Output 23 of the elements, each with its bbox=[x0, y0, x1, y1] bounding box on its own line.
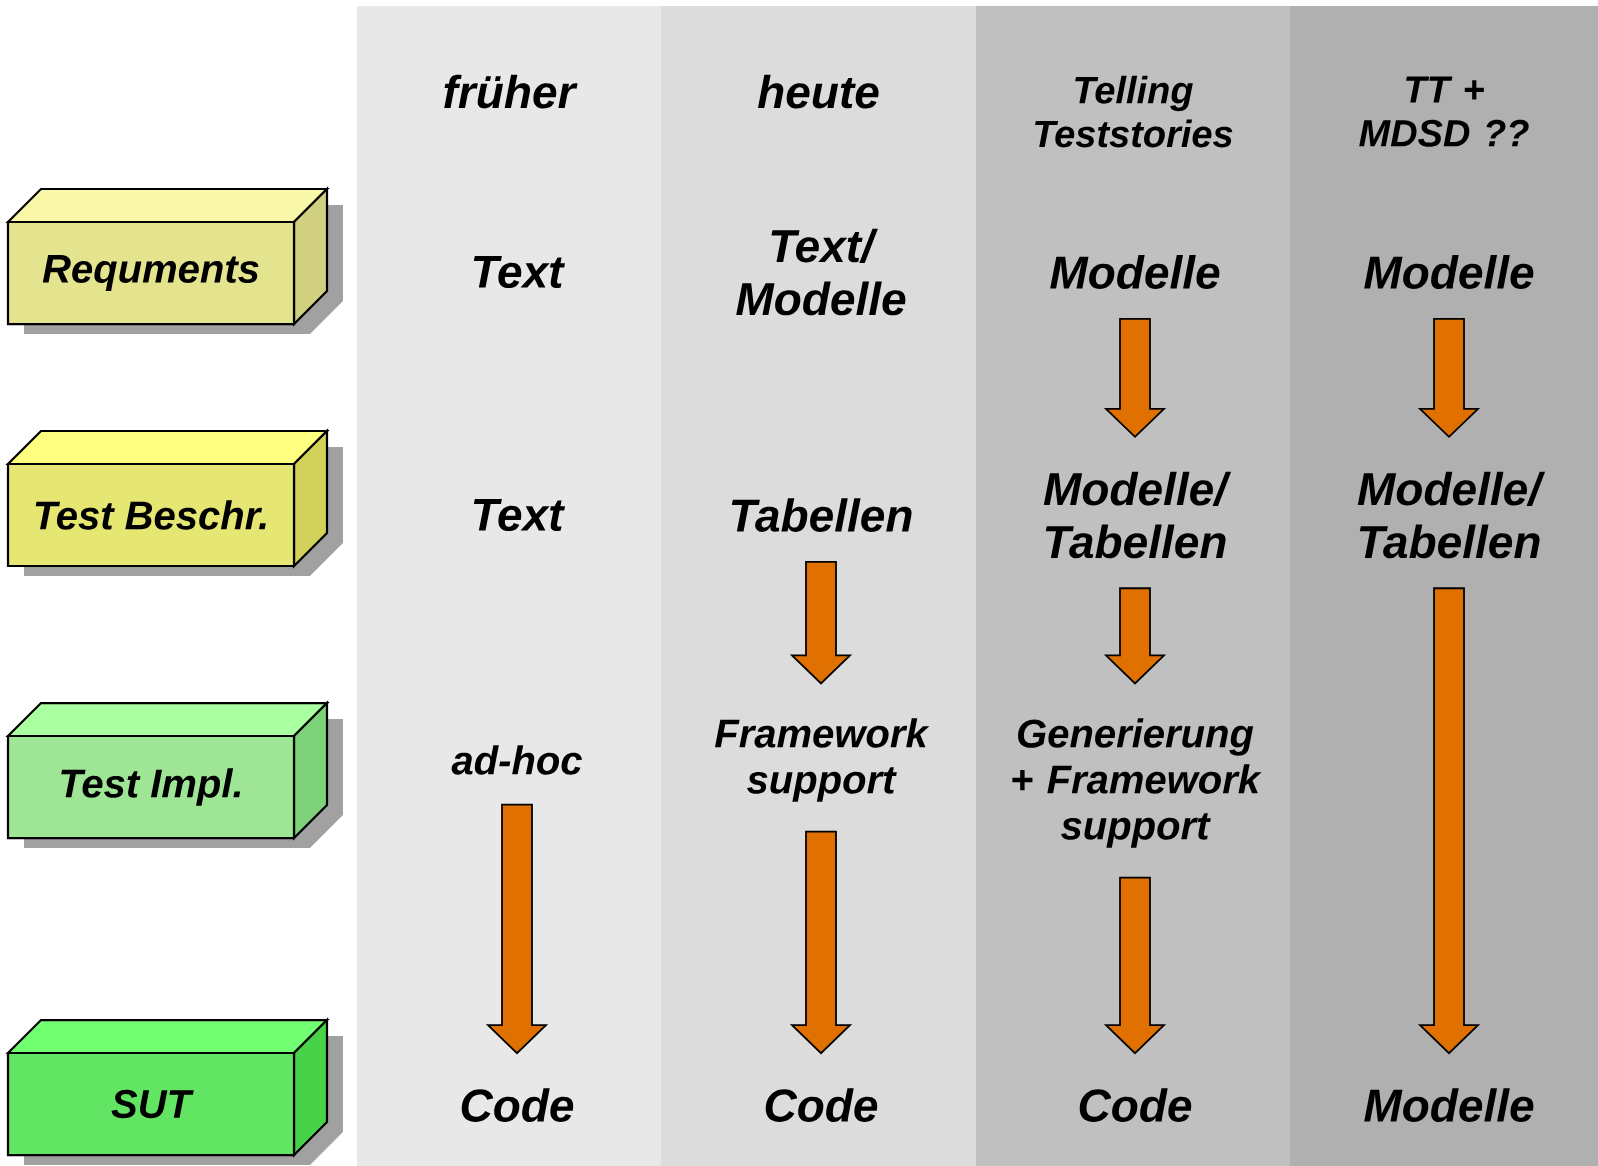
cell-text: Text/ Modelle bbox=[736, 228, 906, 316]
cell-text: Code bbox=[1079, 1088, 1192, 1122]
block-arrow bbox=[1103, 876, 1167, 1055]
block-arrow bbox=[1103, 587, 1167, 685]
cell-text: Text bbox=[473, 498, 566, 532]
block-arrow bbox=[485, 803, 549, 1055]
cell-text: Code bbox=[461, 1088, 574, 1122]
block-arrow bbox=[1103, 317, 1167, 439]
cell-text: Modelle/ Tabellen bbox=[1043, 471, 1232, 559]
block-arrow bbox=[1417, 587, 1481, 1055]
cell-text: Text bbox=[473, 255, 566, 289]
cell-text: Modelle bbox=[1364, 1088, 1534, 1122]
cell-text: Modelle bbox=[1364, 255, 1534, 289]
cell-text: Generierung + Framework support bbox=[1012, 718, 1262, 848]
block-arrow bbox=[789, 560, 853, 685]
cell-text: ad-hoc bbox=[451, 745, 582, 775]
block-arrow bbox=[789, 830, 853, 1055]
cell-text: Code bbox=[765, 1088, 878, 1122]
cell-text: Tabellen bbox=[731, 498, 912, 532]
cell-text: Framework support bbox=[715, 718, 930, 802]
block-arrow bbox=[1417, 317, 1481, 439]
cell-text: Modelle/ Tabellen bbox=[1357, 471, 1546, 559]
cell-text: Modelle bbox=[1050, 255, 1220, 289]
